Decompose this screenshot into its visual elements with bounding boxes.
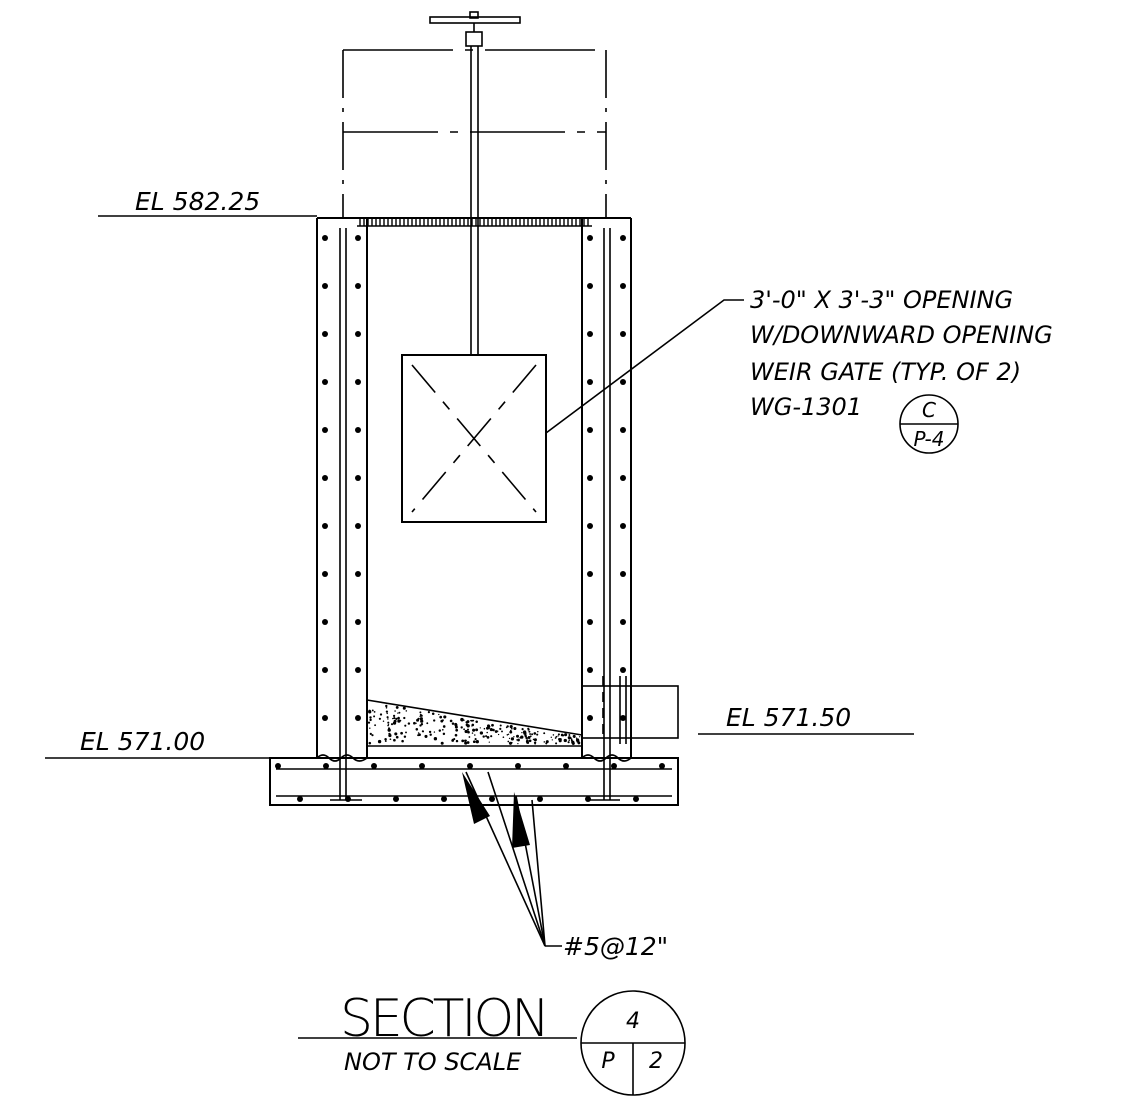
handwheel-icon (429, 11, 521, 47)
outlet-pipe (581, 676, 679, 744)
gate-callout-line3: WEIR GATE (TYP. OF 2) (750, 358, 1021, 386)
rebar-leaders (462, 771, 562, 947)
grating (357, 217, 592, 227)
detail-reference-bubble: C P-4 (899, 394, 959, 454)
gate-callout-line1: 3'-0" X 3'-3" OPENING (750, 286, 1013, 314)
gate-leader-line (545, 299, 744, 434)
section-reference-number: 4 (626, 1009, 640, 1034)
section-reference-sheet: 2 (649, 1049, 663, 1074)
gate-callout: 3'-0" X 3'-3" OPENING W/DOWNWARD OPENING… (750, 286, 1053, 421)
detail-reference-bottom: P-4 (914, 427, 945, 451)
gate-callout-line4: WG-1301 (750, 393, 862, 421)
scale-note: NOT TO SCALE (344, 1048, 522, 1076)
section-reference-letter: P (601, 1049, 615, 1074)
detail-reference-top: C (922, 398, 936, 422)
elevation-label-bottom: EL 571.00 (80, 727, 205, 756)
title-block: SECTION NOT TO SCALE 4 P 2 (298, 989, 686, 1096)
rebar-dots (275, 235, 665, 802)
concrete-fill (366, 699, 583, 747)
right-wall (581, 217, 632, 800)
rebar-callout: #5@12" (563, 932, 668, 961)
elevation-label-right: EL 571.50 (726, 703, 851, 732)
section-title: SECTION (340, 989, 550, 1049)
gate-callout-line2: W/DOWNWARD OPENING (750, 321, 1053, 349)
left-wall (316, 217, 368, 800)
elevation-label-top: EL 582.25 (135, 187, 260, 216)
weir-gate (401, 354, 547, 523)
operator-stand (342, 49, 607, 218)
gate-stem (470, 46, 479, 355)
